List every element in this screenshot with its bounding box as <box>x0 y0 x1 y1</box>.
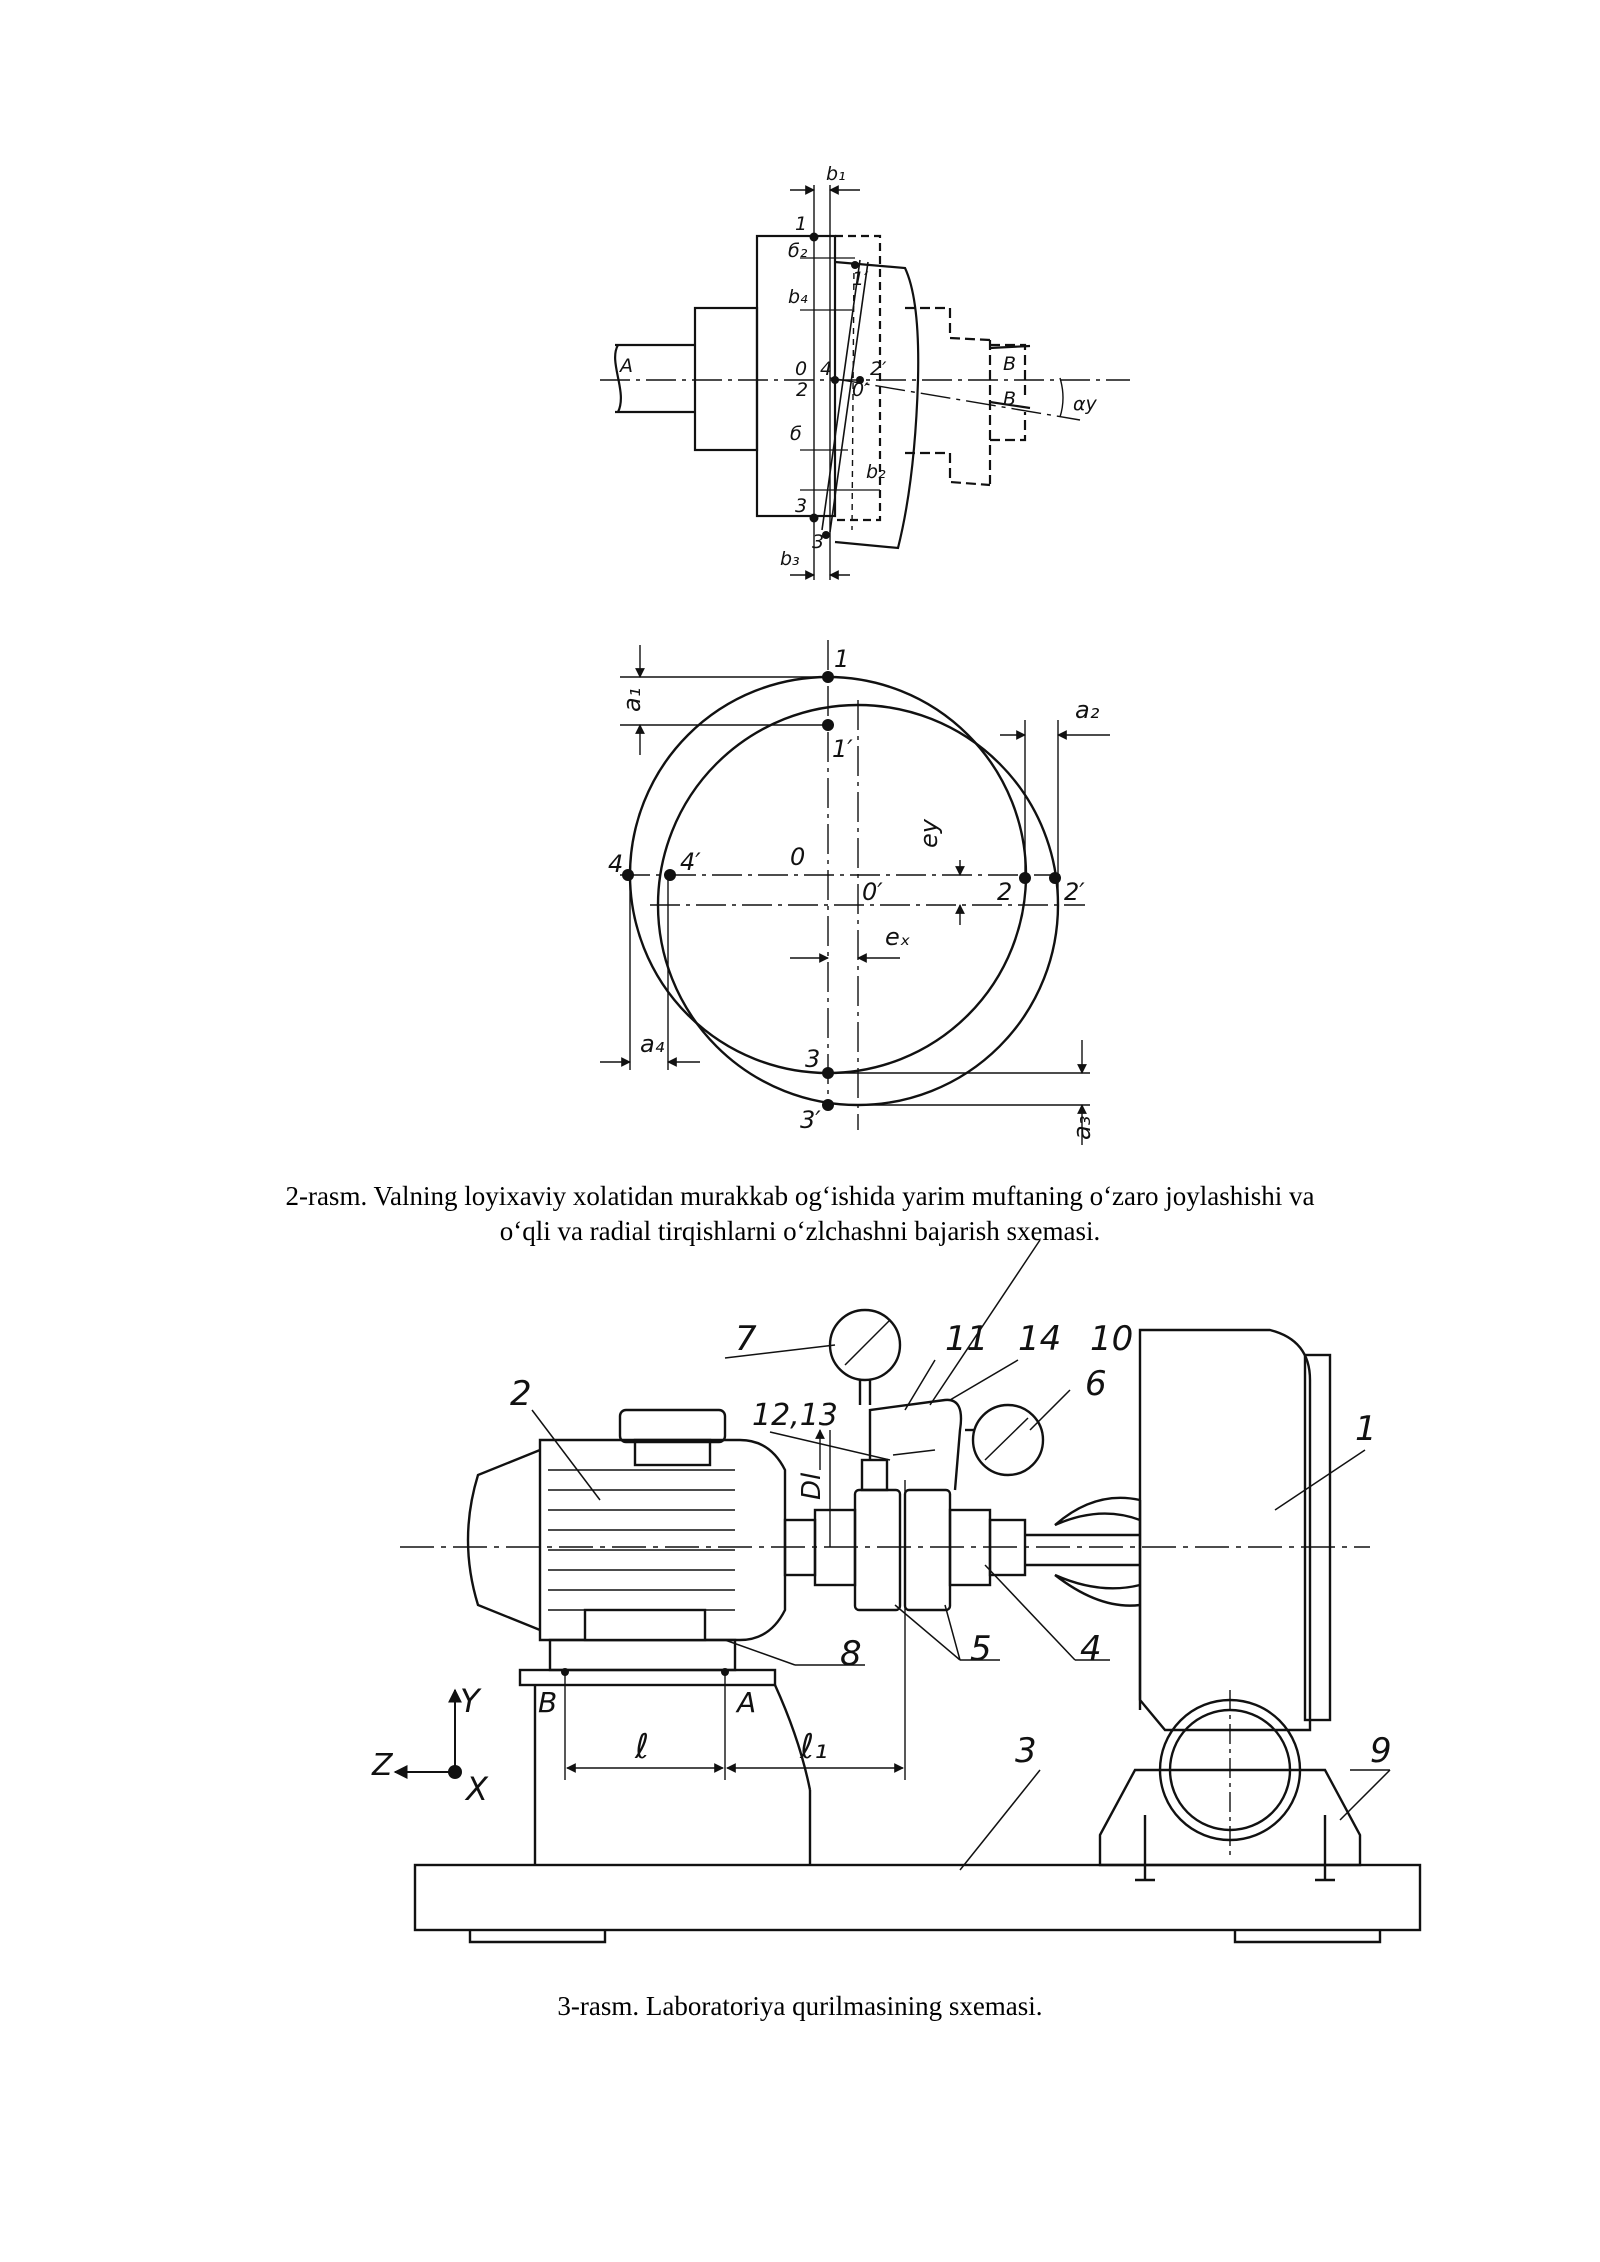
label-part-7: 7 <box>735 1319 757 1359</box>
label-a2: a₂ <box>1075 696 1100 724</box>
label-ey: ey <box>915 818 943 848</box>
label-part-3: 3 <box>1015 1731 1037 1771</box>
label-axis-x: X <box>464 1770 489 1808</box>
label-c-point-4p: 4′ <box>680 848 701 876</box>
label-point-1: 1 <box>795 213 807 235</box>
label-shaft-a: A <box>618 355 633 377</box>
figure3-caption: 3-rasm. Laboratoriya qurilmasining sxema… <box>557 1991 1043 2021</box>
label-part-14: 14 <box>1018 1319 1061 1359</box>
label-point-2: 2 <box>796 379 808 401</box>
label-delta: б <box>790 423 802 445</box>
label-point-4: 4 <box>820 358 832 380</box>
figure2-caption-line2: oʻqli va radial tirqishlarni oʻzlchashni… <box>499 1216 1101 1246</box>
lab-setup-points <box>448 1668 729 1779</box>
label-part-6: 6 <box>1085 1364 1107 1404</box>
label-dl: Dl <box>797 1472 827 1500</box>
label-c-point-2: 2 <box>997 878 1012 906</box>
lab-setup-drawing <box>393 1239 1422 1944</box>
label-c-point-3: 3 <box>805 1045 820 1073</box>
label-b3: b₃ <box>780 548 800 570</box>
label-c-point-3p: 3′ <box>800 1106 821 1134</box>
label-point-b: B <box>538 1686 557 1719</box>
label-point-2p: 2′ <box>870 358 887 380</box>
label-part-10: 10 <box>1090 1319 1133 1359</box>
label-c-point-4: 4 <box>608 850 623 878</box>
figure2-caption-line1: 2-rasm. Valning loyixaviy xolatidan mura… <box>285 1181 1315 1211</box>
label-axis-y: Y <box>460 1682 482 1720</box>
label-part-1: 1 <box>1355 1409 1377 1449</box>
label-b4: b₄ <box>788 286 808 308</box>
label-part-5: 5 <box>970 1629 992 1669</box>
label-point-0p: 0′ <box>852 379 869 401</box>
label-b1: b₁ <box>826 163 846 185</box>
label-alpha: αy <box>1073 393 1098 415</box>
label-shaft-b2: B <box>1003 388 1016 410</box>
label-d2: б₂ <box>788 240 808 262</box>
label-part-9: 9 <box>1370 1731 1392 1771</box>
lab-setup-labels: 7 2 11 14 10 6 1 12,13 Dl 8 5 4 B A ℓ ℓ₁… <box>371 1319 1392 1808</box>
label-point-1p: 1′ <box>852 268 869 290</box>
label-c-point-2p: 2′ <box>1064 878 1085 906</box>
label-length-l: ℓ <box>634 1727 649 1767</box>
coupling-side-labels: b₁ 1 б₂ 1′ b₄ A 0 4 2′ 2 0′ B B αy б b₂ … <box>618 163 1098 570</box>
coupling-circle-view <box>600 640 1110 1145</box>
label-b2: b₂ <box>866 461 886 483</box>
label-part-4: 4 <box>1080 1629 1102 1669</box>
label-c-point-0p: 0′ <box>862 878 883 906</box>
label-shaft-b1: B <box>1003 353 1016 375</box>
label-c-point-1p: 1′ <box>832 735 853 763</box>
coupling-circle-points <box>622 671 1061 1111</box>
label-a3: a₃ <box>1068 1116 1096 1140</box>
label-axis-z: Z <box>371 1748 394 1783</box>
label-point-3p: 3′ <box>812 531 829 553</box>
label-ex: eₓ <box>885 923 910 951</box>
coupling-side-points <box>809 232 864 539</box>
label-part-8: 8 <box>840 1634 862 1674</box>
label-part-2: 2 <box>510 1374 532 1414</box>
coupling-side-view <box>600 185 1130 580</box>
label-length-l1: ℓ₁ <box>799 1727 828 1767</box>
label-point-a: A <box>735 1686 756 1719</box>
coupling-circle-labels: a₁ 1 1′ a₂ 4 4′ 0 ey 0′ 2 2′ eₓ a₄ 3 3′ … <box>608 645 1100 1140</box>
label-point-3: 3 <box>795 495 807 517</box>
label-c-point-1: 1 <box>834 645 849 673</box>
label-a4: a₄ <box>640 1030 665 1058</box>
label-a1: a₁ <box>618 688 646 712</box>
label-part-11: 11 <box>945 1319 988 1359</box>
label-part-12-13: 12,13 <box>752 1398 838 1433</box>
label-point-0: 0 <box>795 358 807 380</box>
label-c-point-0: 0 <box>790 843 805 871</box>
